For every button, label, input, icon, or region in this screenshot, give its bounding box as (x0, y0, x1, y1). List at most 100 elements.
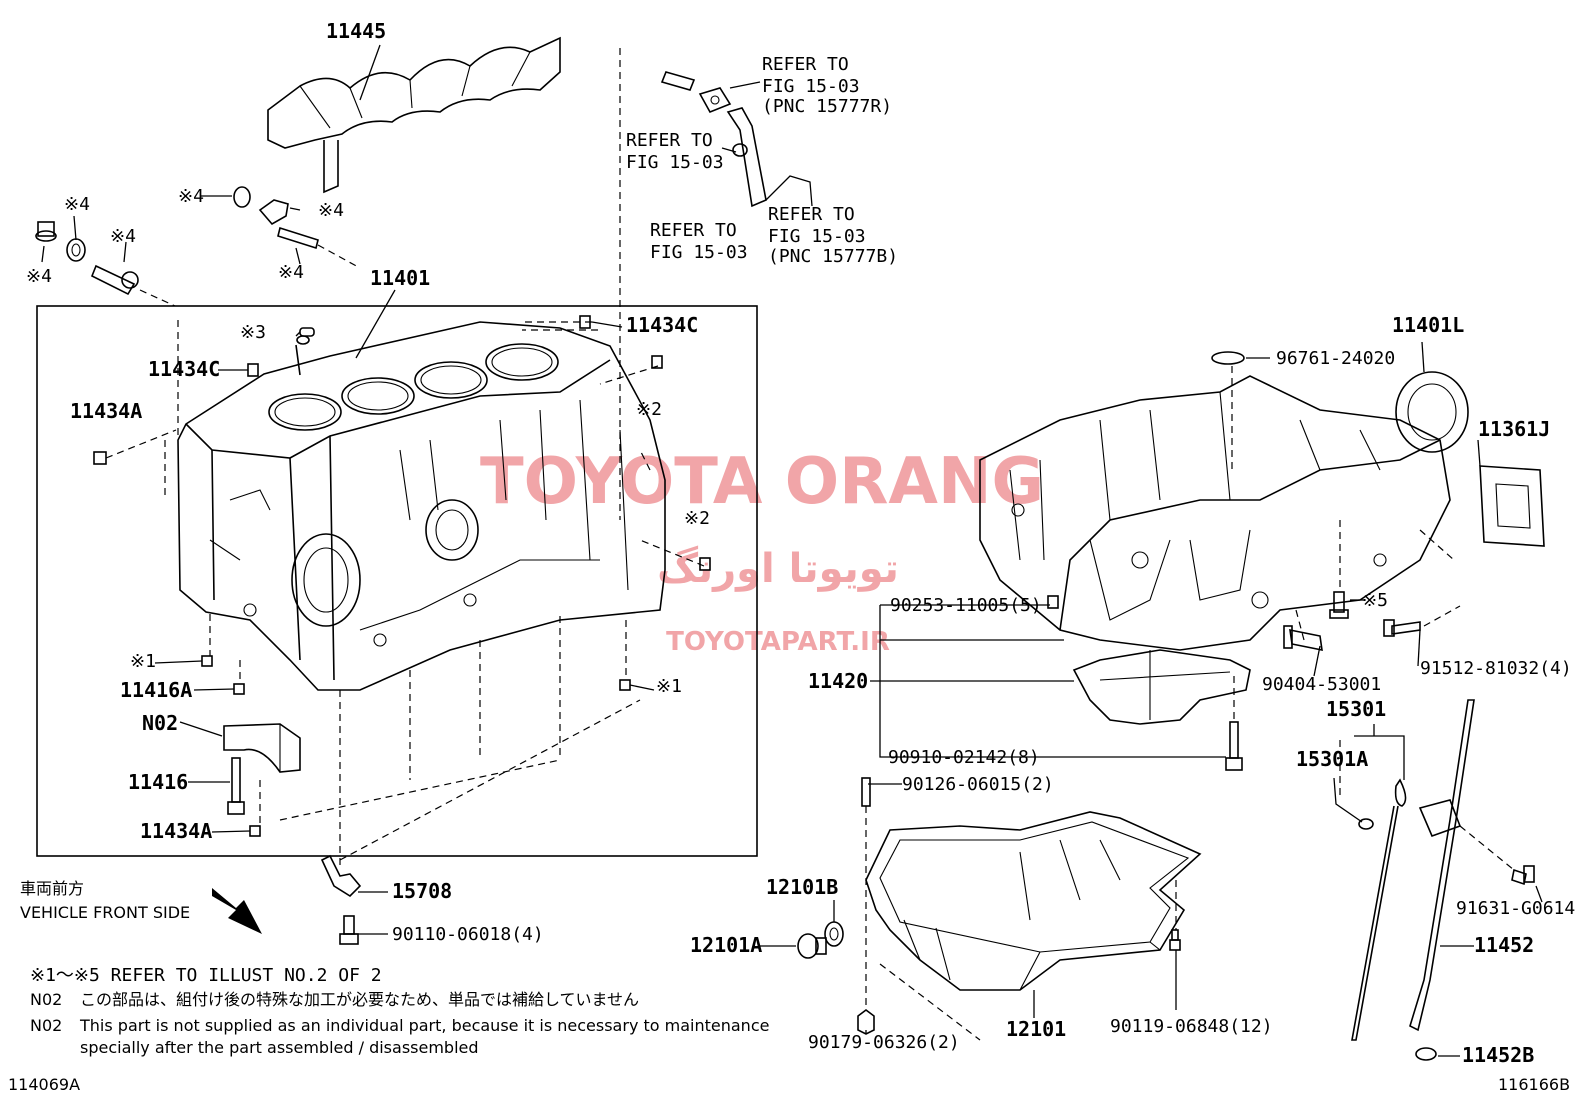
label-11416[interactable]: 11416 (128, 770, 188, 794)
notes: 車両前方 VEHICLE FRONT SIDE ※1～※5 REFER TO I… (8, 879, 1570, 1094)
part-11445-insulator[interactable] (267, 36, 561, 194)
refer1-line1[interactable]: REFER TO (762, 54, 849, 75)
label-96761[interactable]: 96761-24020 (1276, 348, 1395, 369)
refer4-line1[interactable]: REFER TO (768, 204, 855, 225)
mark-1-a: ※1 (130, 651, 156, 672)
label-11361J[interactable]: 11361J (1478, 417, 1550, 441)
part-stud-refer[interactable] (660, 71, 696, 91)
part-11452-guide[interactable] (1409, 699, 1475, 1032)
label-15301[interactable]: 15301 (1326, 697, 1386, 721)
mark-4-a: ※4 (178, 186, 204, 207)
part-dowel-m2-a[interactable] (651, 355, 663, 369)
label-91512[interactable]: 91512-81032(4) (1420, 658, 1572, 679)
part-15708-nozzle[interactable] (320, 854, 362, 898)
mark-5: ※5 (1362, 590, 1388, 611)
part-dowel-m1-b[interactable] (619, 679, 631, 691)
n02-en-line1: This part is not supplied as an individu… (79, 1016, 769, 1035)
part-oil-strainer[interactable] (1072, 649, 1251, 725)
part-11420-lower-crankcase[interactable] (979, 375, 1451, 651)
label-90910[interactable]: 90910-02142(8) (888, 747, 1040, 768)
part-N02-bearing-cap[interactable] (223, 723, 301, 773)
refer1-line2[interactable]: FIG 15-03 (762, 76, 860, 97)
label-90179[interactable]: 90179-06326(2) (808, 1032, 960, 1053)
label-90126[interactable]: 90126-06015(2) (902, 774, 1054, 795)
part-dowel-11434A-left[interactable] (93, 451, 107, 465)
part-96761-oring[interactable] (1211, 351, 1245, 365)
part-12101B-gasket[interactable] (824, 921, 844, 947)
part-15301-dipstick[interactable] (1351, 778, 1407, 1041)
label-12101B[interactable]: 12101B (766, 875, 838, 899)
watermark-url: TOYOTAPART.IR (666, 627, 890, 657)
label-11420[interactable]: 11420 (808, 669, 868, 693)
label-N02[interactable]: N02 (142, 711, 178, 735)
mark-4-f: ※4 (278, 262, 304, 283)
label-11401L[interactable]: 11401L (1392, 313, 1464, 337)
label-11434A-left[interactable]: 11434A (70, 399, 142, 423)
label-12101A[interactable]: 12101A (690, 933, 762, 957)
n02-en-code: N02 (30, 1016, 62, 1035)
part-15301A-oring[interactable] (1358, 818, 1374, 830)
vehicle-front-arrow-icon (212, 888, 262, 934)
mark-1-b: ※1 (656, 676, 682, 697)
part-91512-bolt[interactable] (1383, 619, 1421, 637)
label-90253[interactable]: 90253-11005(5) (890, 595, 1042, 616)
label-90110[interactable]: 90110-06018(4) (392, 924, 544, 945)
part-90253-pin[interactable] (1047, 595, 1059, 609)
part-12101A-drain-plug[interactable] (797, 933, 827, 959)
label-11452[interactable]: 11452 (1474, 933, 1534, 957)
part-90404-plug[interactable] (1283, 625, 1323, 652)
refer2-line2[interactable]: FIG 15-03 (626, 152, 724, 173)
refer4-line3[interactable]: (PNC 15777B) (768, 246, 898, 267)
part-90910-bolt[interactable] (1225, 721, 1243, 771)
watermark-title: TOYOTA ORANG (480, 445, 1044, 519)
refer3-line2[interactable]: FIG 15-03 (650, 242, 748, 263)
part-dowel-m1-a[interactable] (201, 655, 213, 667)
label-11434C-top[interactable]: 11434C (626, 313, 698, 337)
label-11445[interactable]: 11445 (326, 19, 386, 43)
refer2-line1[interactable]: REFER TO (626, 130, 713, 151)
part-gasket-refer[interactable] (698, 87, 732, 114)
part-11401L-oil-seal[interactable] (1395, 371, 1469, 453)
part-m5-bolt[interactable] (1329, 591, 1349, 619)
label-11434C-left[interactable]: 11434C (148, 357, 220, 381)
part-11361J-cover[interactable] (1479, 465, 1545, 547)
part-pipe-refer[interactable] (726, 107, 767, 208)
mark-2-b: ※2 (684, 508, 710, 529)
cylinder-block-frame (36, 305, 758, 857)
part-11401-cylinder-block[interactable] (177, 321, 666, 691)
label-90119[interactable]: 90119-06848(12) (1110, 1016, 1273, 1037)
part-dowel-11434C-left[interactable] (247, 363, 259, 377)
part-union-bolt[interactable] (90, 264, 139, 296)
label-12101[interactable]: 12101 (1006, 1017, 1066, 1041)
part-12101-oil-pan[interactable] (865, 811, 1202, 991)
label-15708[interactable]: 15708 (392, 879, 452, 903)
part-11416-bolt[interactable] (227, 757, 245, 815)
part-90179-nut[interactable] (857, 1009, 875, 1035)
part-cap-m3[interactable] (299, 327, 315, 337)
part-labels: 11445 11401 11434C 11434C 11434A 11416A … (26, 19, 1575, 1067)
part-91631-bolt[interactable] (1511, 865, 1535, 886)
part-oil-plug[interactable] (35, 221, 86, 262)
refer1-line3[interactable]: (PNC 15777R) (762, 96, 892, 117)
front-side-en: VEHICLE FRONT SIDE (20, 903, 190, 922)
label-11434A-bot[interactable]: 11434A (140, 819, 212, 843)
watermark: TOYOTA ORANG تویوتا اورنگ TOYOTAPART.IR (480, 445, 1044, 657)
label-11452B[interactable]: 11452B (1462, 1043, 1534, 1067)
label-91631[interactable]: 91631-G0614 (1456, 898, 1575, 919)
refer4-line2[interactable]: FIG 15-03 (768, 226, 866, 247)
part-dowel-11434A-bot[interactable] (249, 825, 261, 837)
label-11401[interactable]: 11401 (370, 266, 430, 290)
part-90110-bolt[interactable] (339, 915, 359, 945)
part-dowel-11416A[interactable] (233, 683, 245, 695)
part-11452B-oring[interactable] (1415, 1047, 1437, 1061)
part-90126-stud[interactable] (861, 777, 871, 807)
part-fitting-top[interactable] (233, 186, 319, 250)
label-11416A[interactable]: 11416A (120, 678, 192, 702)
label-15301A[interactable]: 15301A (1296, 747, 1368, 771)
leader-lines (41, 195, 1543, 1057)
refer3-line1[interactable]: REFER TO (650, 220, 737, 241)
mark-4-e: ※4 (26, 266, 52, 287)
label-90404[interactable]: 90404-53001 (1262, 674, 1381, 695)
part-90119-bolt[interactable] (1169, 929, 1181, 951)
